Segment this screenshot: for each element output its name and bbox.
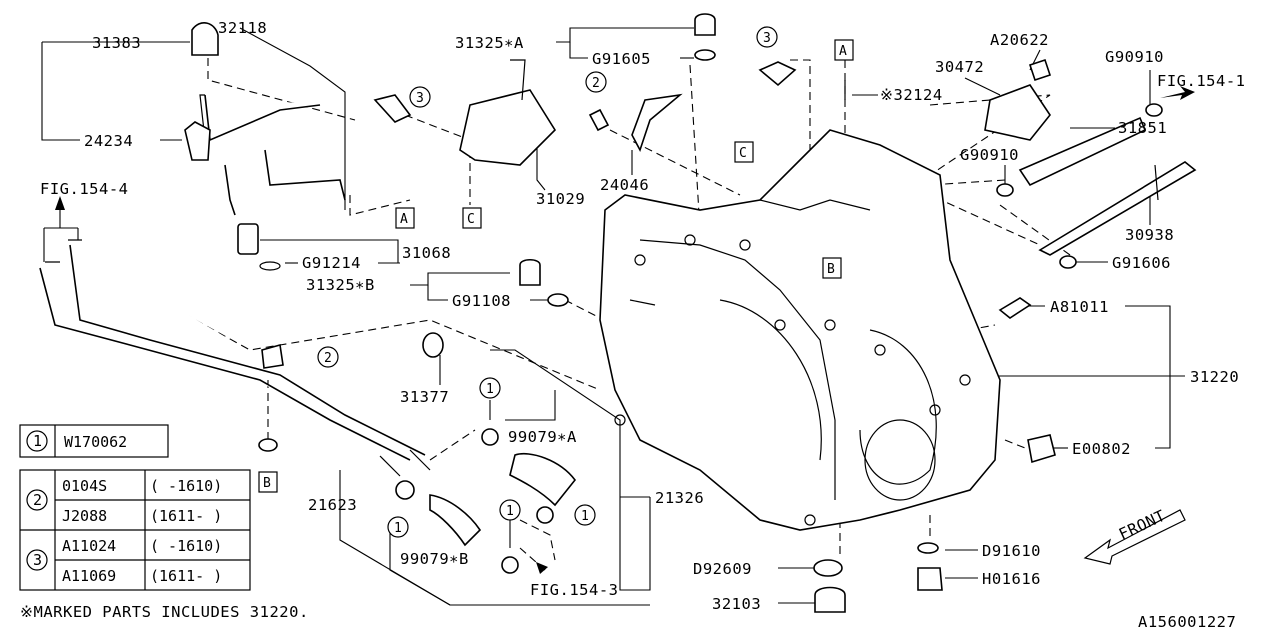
callout-d92609: D92609 <box>693 560 752 578</box>
ref-2-pipe-bolt: 2 <box>324 351 332 366</box>
callout-31325-a: 31325∗A <box>455 34 524 52</box>
hoses-and-clamps <box>395 428 577 574</box>
legend-row3b-range: (1611- ) <box>150 567 222 585</box>
ref-1-clamp-c: 1 <box>394 521 402 536</box>
legend-row2-num: 2 <box>33 491 42 509</box>
legend-row2b-range: (1611- ) <box>150 507 222 525</box>
callout-21326: 21326 <box>655 489 704 507</box>
callout-32124: ※32124 <box>880 86 943 104</box>
callout-99079-b: 99079∗B <box>400 550 469 568</box>
diagram-id: A156001227 <box>1138 613 1236 631</box>
legend-row3a-range: ( -1610) <box>150 537 222 555</box>
legend-row1-code: W170062 <box>64 433 127 451</box>
callout-31851: 31851 <box>1118 119 1167 137</box>
callout-labels: 31383 32118 24234 FIG.154-4 31325∗A G916… <box>40 19 1246 613</box>
legend-table: 1 W170062 2 0104S ( -1610) J2088 (1611- … <box>19 424 251 591</box>
fig-154-4-arrow <box>55 196 65 210</box>
callout-a81011: A81011 <box>1050 298 1109 316</box>
callout-32118: 32118 <box>218 19 267 37</box>
cooler-pipes <box>39 239 431 477</box>
callout-g91108: G91108 <box>452 292 511 310</box>
ref-2-bolt: 2 <box>592 76 600 91</box>
transmission-case <box>599 129 1001 531</box>
callout-g90910-lower: G90910 <box>960 146 1019 164</box>
ref-letter-boxes: A C A C B B <box>258 39 854 493</box>
callout-24234: 24234 <box>84 132 133 150</box>
callout-24046: 24046 <box>600 176 649 194</box>
callout-30938: 30938 <box>1125 226 1174 244</box>
callout-31383: 31383 <box>92 34 141 52</box>
leader-lines <box>41 27 1185 606</box>
ref-1-clamp-b: 1 <box>581 509 589 524</box>
callout-g90910-upper: G90910 <box>1105 48 1164 66</box>
legend-row2a-code: 0104S <box>62 477 107 495</box>
callout-31220: 31220 <box>1190 368 1239 386</box>
callout-fig-154-1: FIG.154-1 <box>1157 72 1246 90</box>
callout-21623: 21623 <box>308 496 357 514</box>
callout-32103: 32103 <box>712 595 761 613</box>
callout-g91605: G91605 <box>592 50 651 68</box>
ref-c-top: C <box>739 146 747 161</box>
front-label: FRONT <box>1116 507 1168 544</box>
callout-d91610: D91610 <box>982 542 1041 560</box>
ref-3-bolt-left: 3 <box>416 91 424 106</box>
callout-g91606: G91606 <box>1112 254 1171 272</box>
ref-a-left: A <box>400 212 408 227</box>
callout-31068: 31068 <box>402 244 451 262</box>
fig-154-1-arrow <box>1160 86 1195 100</box>
callout-31029: 31029 <box>536 190 585 208</box>
legend-row3b-code: A11069 <box>62 567 116 585</box>
callout-fig-154-4: FIG.154-4 <box>40 180 129 198</box>
footnote: ※MARKED PARTS INCLUDES 31220. <box>20 603 309 621</box>
callout-31377: 31377 <box>400 388 449 406</box>
ref-3-bolt-top: 3 <box>763 31 771 46</box>
callout-31325-b: 31325∗B <box>306 276 375 294</box>
ref-1-clamp-d: 1 <box>506 504 514 519</box>
breather-tubes <box>184 22 346 271</box>
callout-30472: 30472 <box>935 58 984 76</box>
legend-row2a-range: ( -1610) <box>150 477 222 495</box>
callout-a20622: A20622 <box>990 31 1049 49</box>
ref-number-circles: 3 3 2 2 1 1 1 1 <box>317 26 778 538</box>
callout-99079-a: 99079∗A <box>508 428 577 446</box>
front-arrow: FRONT <box>1083 507 1186 565</box>
legend-row2b-code: J2088 <box>62 507 107 525</box>
callout-fig-154-3: FIG.154-3 <box>530 581 619 599</box>
ref-c-left: C <box>467 212 475 227</box>
ref-1-clamp-a: 1 <box>486 382 494 397</box>
ref-b-case: B <box>827 262 835 277</box>
callout-e00802: E00802 <box>1072 440 1131 458</box>
legend-row3-num: 3 <box>33 551 42 569</box>
brackets-and-small-parts <box>258 13 1197 613</box>
ref-a-top: A <box>839 44 847 59</box>
callout-g91214: G91214 <box>302 254 361 272</box>
ref-b-pipe: B <box>263 476 271 491</box>
legend-row3a-code: A11024 <box>62 537 116 555</box>
callout-h01616: H01616 <box>982 570 1041 588</box>
legend-row1-num: 1 <box>33 432 42 450</box>
